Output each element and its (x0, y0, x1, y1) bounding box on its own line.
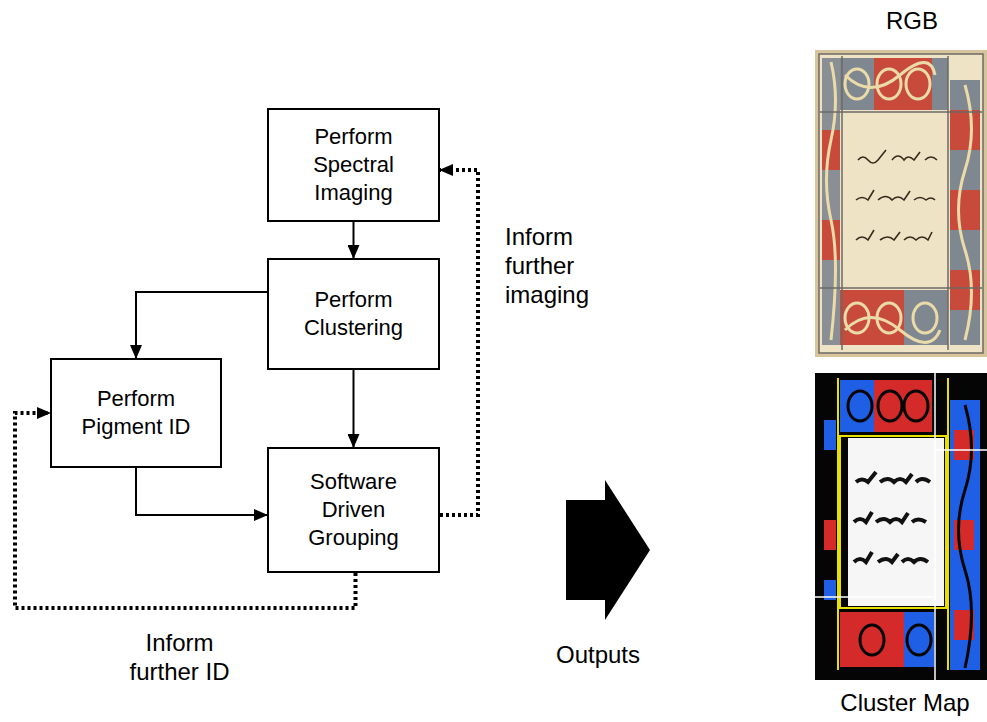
image-title: Cluster Map (840, 688, 969, 717)
output-label: Outputs (556, 640, 640, 669)
flow-arrow (136, 468, 267, 515)
cluster-map-image (815, 373, 987, 680)
box-text: Perform Pigment ID (71, 385, 201, 441)
box-text: Software Driven Grouping (289, 468, 419, 552)
edge-label: Inform further ID (112, 628, 247, 686)
rgb-manuscript-image (815, 50, 987, 357)
box-text: Perform Clustering (289, 286, 419, 342)
flow-arrow (353, 370, 355, 447)
process-box: Perform Spectral Imaging (267, 108, 440, 222)
process-box: Perform Clustering (267, 258, 440, 370)
output-arrow (566, 480, 650, 620)
feedback-arrow (440, 170, 478, 515)
flow-arrow (353, 222, 355, 258)
image-title: RGB (886, 6, 938, 35)
process-box: Perform Pigment ID (50, 358, 222, 468)
box-text: Perform Spectral Imaging (289, 123, 419, 207)
process-box: Software Driven Grouping (267, 447, 440, 573)
edge-label: Inform further imaging (505, 222, 620, 309)
flow-arrow (136, 292, 267, 358)
